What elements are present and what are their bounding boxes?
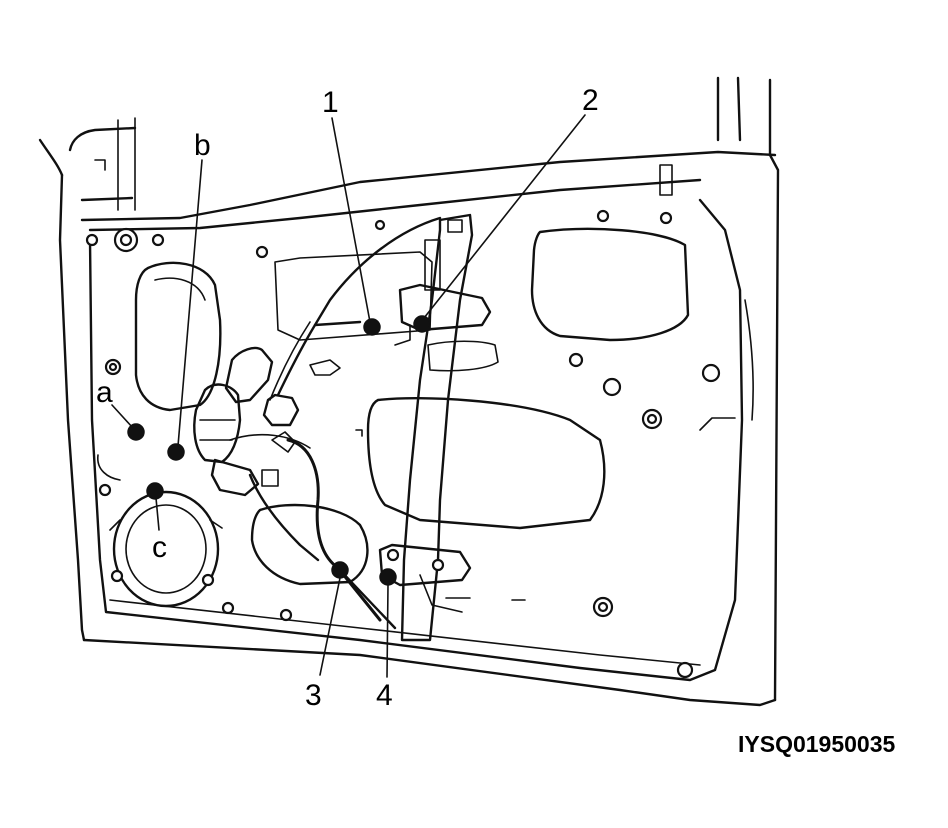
- bolt-markers: [127, 315, 431, 586]
- callout-a: a: [96, 376, 113, 409]
- bolt-4: [379, 568, 397, 586]
- bolt-3: [331, 561, 349, 579]
- lower-opening: [250, 503, 369, 586]
- callout-1: 1: [322, 86, 339, 119]
- wire-harness: [229, 433, 397, 630]
- bolt-2: [413, 315, 431, 333]
- callout-3: 3: [305, 679, 322, 712]
- window-motor: [193, 346, 300, 497]
- service-openings: [134, 227, 690, 530]
- door-panel-outline: [38, 76, 780, 707]
- nut-c: [146, 482, 164, 500]
- bolt-1: [363, 318, 381, 336]
- nut-b: [167, 443, 185, 461]
- speaker: [109, 490, 223, 608]
- callout-c: c: [152, 531, 167, 564]
- leader-lines: [111, 114, 586, 678]
- callout-4: 4: [376, 679, 393, 712]
- callout-b: b: [194, 129, 211, 162]
- figure-code: IYSQ01950035: [738, 731, 896, 757]
- nut-a: [127, 423, 145, 441]
- mounting-holes: [85, 209, 736, 679]
- callout-2: 2: [582, 84, 599, 117]
